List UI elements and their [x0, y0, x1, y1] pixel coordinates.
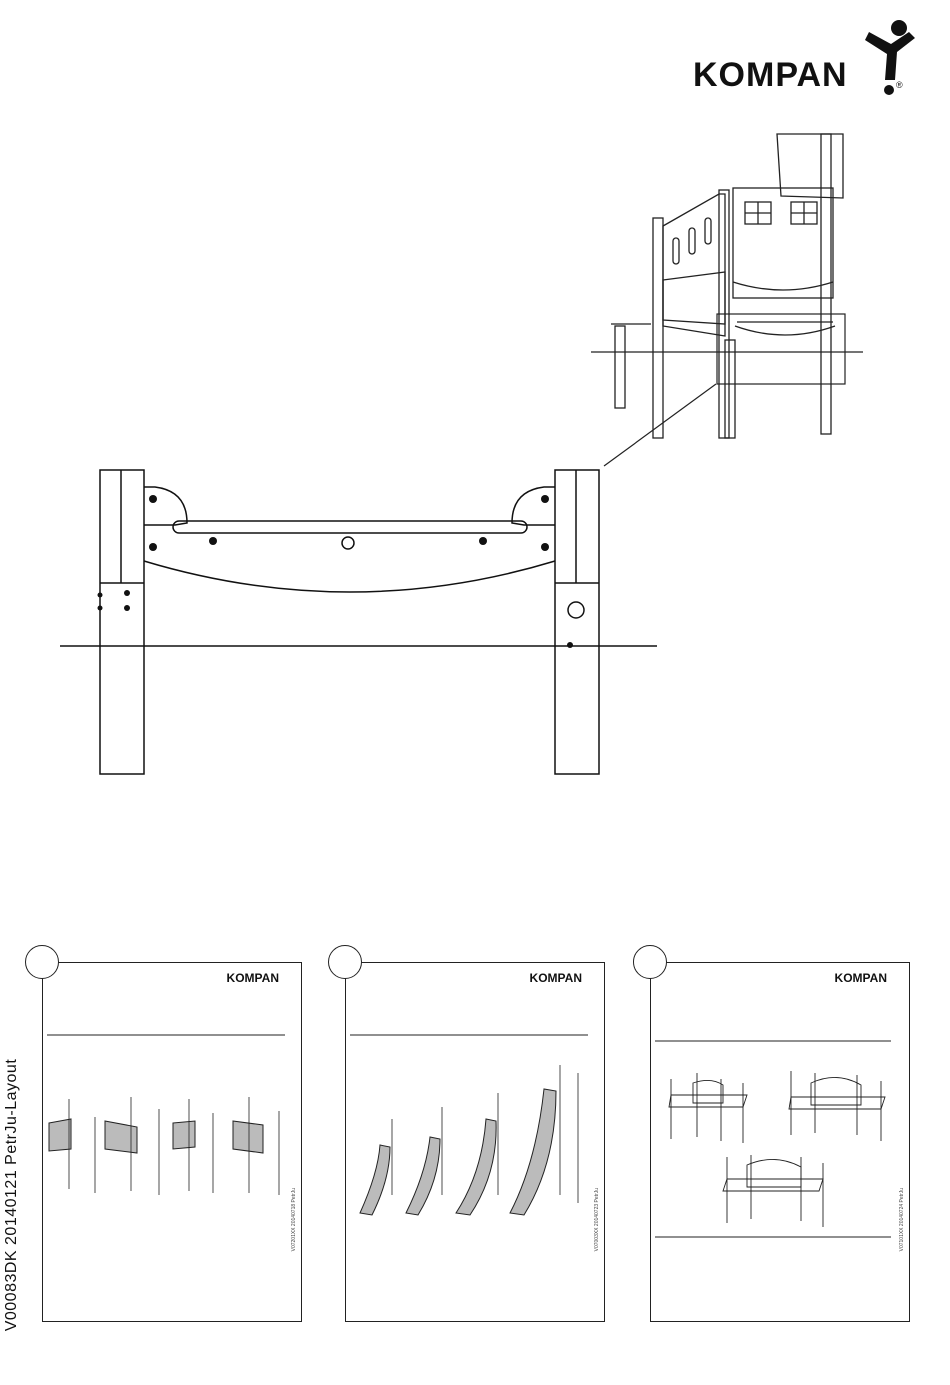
registered-mark: ® [896, 80, 903, 90]
document-code-label: V00083DK 20140121 PetrJu-Layout [3, 1005, 33, 1385]
brand-figure-icon [861, 18, 923, 98]
brand-wordmark: KOMPAN [693, 56, 848, 95]
slides-illustration [346, 1023, 604, 1223]
detail-drawing [55, 465, 665, 780]
thumbnail-code: V07101XX 20140724 PetrJu [899, 1188, 905, 1251]
thumbnail-code: V07201XX 20140718 PetrJu [291, 1188, 297, 1251]
thumbnail-bridges-manual[interactable]: KOMPAN V07101XX 20140724 PetrJu [650, 962, 910, 1322]
bridges-illustration [651, 1023, 909, 1243]
thumbnail-marker-circle [633, 945, 667, 979]
thumbnail-marker-circle [25, 945, 59, 979]
thumbnail-code: V07003XX 20140723 PetrJu [594, 1188, 600, 1251]
brand-logo: KOMPAN ® [693, 18, 923, 98]
thumbnail-panels-manual[interactable]: KOMPAN V07201XX 20140718 PetrJu [42, 962, 302, 1322]
thumbnail-brand: KOMPAN [227, 971, 279, 985]
thumbnail-brand: KOMPAN [835, 971, 887, 985]
thumbnail-marker-circle [328, 945, 362, 979]
thumbnail-slides-manual[interactable]: KOMPAN V07003XX 20140723 PetrJu [345, 962, 605, 1322]
thumbnail-brand: KOMPAN [530, 971, 582, 985]
leader-line [600, 380, 720, 470]
panels-illustration [43, 1023, 301, 1223]
